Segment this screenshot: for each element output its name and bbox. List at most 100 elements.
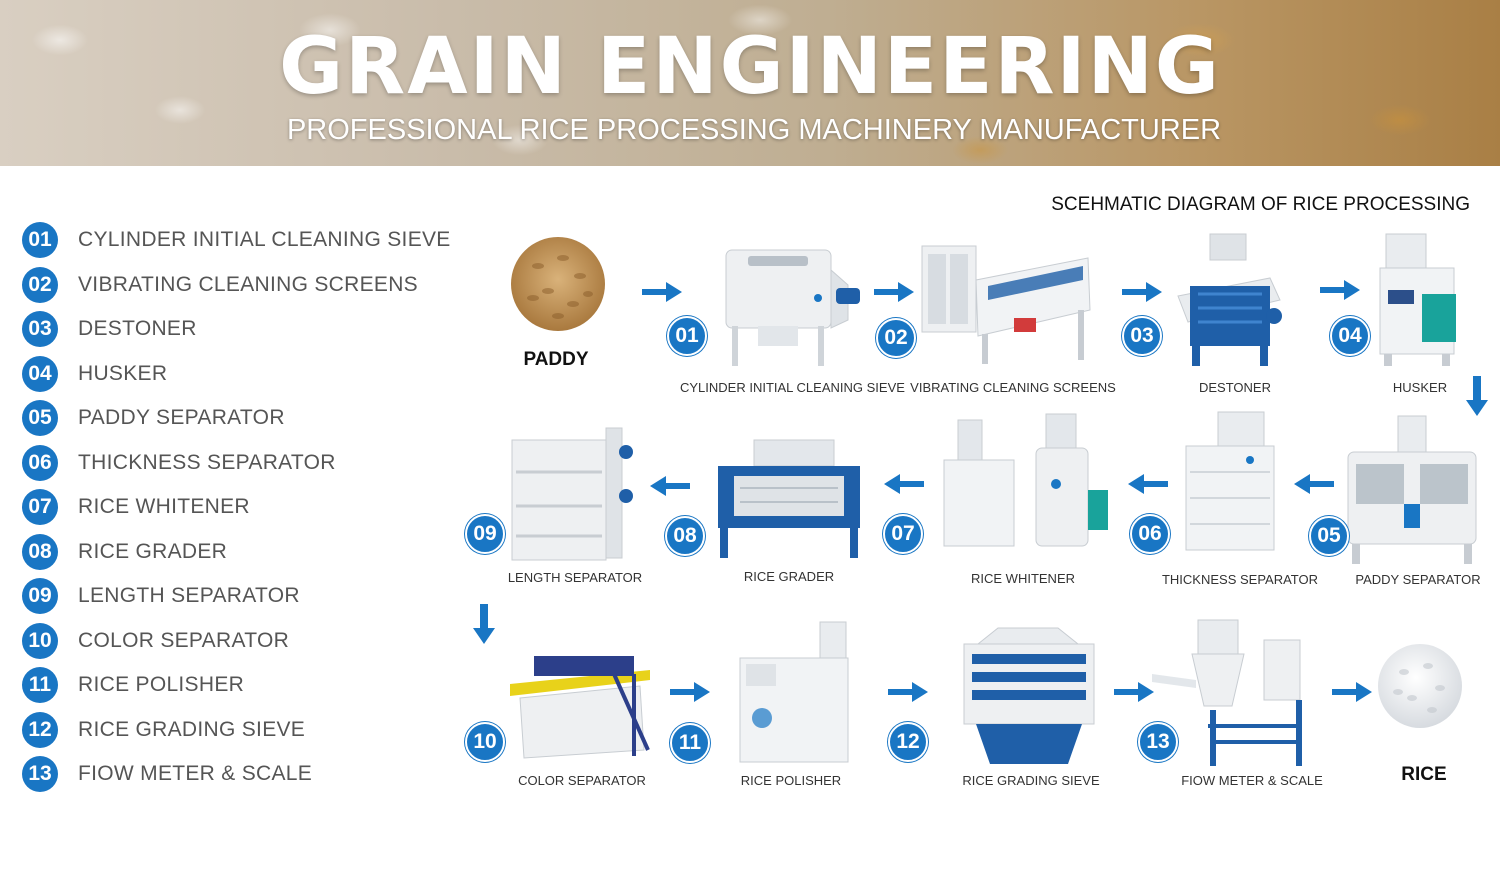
arrow-right-icon bbox=[1114, 682, 1154, 702]
legend-label: THICKNESS SEPARATOR bbox=[78, 450, 336, 474]
paddy-label: PADDY bbox=[523, 349, 589, 370]
legend-number: 04 bbox=[22, 355, 58, 392]
legend-item: 08 RICE GRADER bbox=[22, 533, 228, 570]
cylinder-sieve-machine-image bbox=[725, 249, 860, 366]
legend-label: RICE WHITENER bbox=[78, 495, 250, 518]
legend-number: 10 bbox=[22, 622, 58, 659]
legend-label: RICE GRADING SIEVE bbox=[78, 717, 306, 741]
arrow-left-icon bbox=[1128, 474, 1168, 494]
legend-item: 13 FIOW METER & SCALE bbox=[22, 756, 312, 792]
legend-item: 03 DESTONER bbox=[22, 311, 197, 347]
legend-number: 03 bbox=[22, 311, 58, 347]
length-separator-machine-image bbox=[511, 427, 633, 561]
arrow-right-icon bbox=[1122, 282, 1162, 302]
arrow-left-icon bbox=[650, 476, 690, 496]
legend-number: 08 bbox=[22, 533, 58, 570]
header-banner: GRAIN ENGINEERING PROFESSIONAL RICE PROC… bbox=[0, 0, 1500, 166]
diagram-title: SCEHMATIC DIAGRAM OF RICE PROCESSING bbox=[1051, 194, 1470, 215]
flow-meter-scale-machine-image bbox=[1152, 619, 1302, 766]
rice-polisher-machine-image bbox=[739, 621, 849, 763]
banner-title: GRAIN ENGINEERING bbox=[279, 22, 1221, 112]
legend-number: 07 bbox=[22, 489, 58, 525]
legend-number: 02 bbox=[22, 266, 58, 303]
legend-item: 04 HUSKER bbox=[22, 355, 168, 392]
step-number-badge: 08 bbox=[665, 516, 705, 556]
legend-item: 10 COLOR SEPARATOR bbox=[22, 622, 290, 659]
arrow-right-icon bbox=[670, 682, 710, 702]
legend-number: 13 bbox=[22, 756, 58, 792]
step-caption: PADDY SEPARATOR bbox=[1355, 572, 1481, 587]
color-separator-machine-image bbox=[510, 656, 650, 759]
step-number-badge: 10 bbox=[465, 722, 505, 762]
step-number-badge: 13 bbox=[1138, 722, 1178, 762]
legend-label: COLOR SEPARATOR bbox=[78, 628, 290, 652]
legend-item: 11 RICE POLISHER bbox=[22, 667, 244, 703]
legend-number: 05 bbox=[22, 400, 58, 436]
banner-subtitle: PROFESSIONAL RICE PROCESSING MACHINERY M… bbox=[286, 114, 1222, 146]
step-number-badge: 09 bbox=[465, 514, 505, 554]
legend-item: 12 RICE GRADING SIEVE bbox=[22, 711, 306, 748]
arrow-down-icon bbox=[1466, 376, 1488, 416]
legend-number: 06 bbox=[22, 444, 58, 481]
legend-item: 05 PADDY SEPARATOR bbox=[22, 400, 285, 436]
legend-item: 02 VIBRATING CLEANING SCREENS bbox=[22, 266, 418, 303]
step-number-badge: 04 bbox=[1330, 316, 1370, 356]
step-caption: FIOW METER & SCALE bbox=[1181, 773, 1323, 788]
step-caption: COLOR SEPARATOR bbox=[518, 773, 646, 788]
legend-label: PADDY SEPARATOR bbox=[78, 406, 285, 429]
step-caption: CYLINDER INITIAL CLEANING SIEVE bbox=[680, 380, 905, 395]
destoner-machine-image bbox=[1177, 233, 1282, 366]
legend-number: 12 bbox=[22, 711, 58, 748]
legend-label: FIOW METER & SCALE bbox=[78, 762, 313, 785]
step-caption: THICKNESS SEPARATOR bbox=[1161, 572, 1319, 587]
step-caption: LENGTH SEPARATOR bbox=[507, 570, 643, 585]
step-caption: RICE GRADER bbox=[743, 569, 835, 584]
step-caption: HUSKER bbox=[1392, 380, 1448, 395]
legend-label: VIBRATING CLEANING SCREENS bbox=[78, 272, 418, 296]
rice-whitener-machine-image bbox=[943, 413, 1108, 547]
legend-number: 11 bbox=[22, 667, 58, 703]
step-number-badge: 11 bbox=[670, 723, 710, 763]
arrow-right-icon bbox=[888, 682, 928, 702]
arrow-down-icon bbox=[473, 604, 495, 644]
arrow-right-icon bbox=[1332, 682, 1372, 702]
husker-machine-image bbox=[1379, 233, 1456, 366]
rice-grading-sieve-machine-image bbox=[963, 627, 1095, 764]
step-number-badge: 06 bbox=[1130, 514, 1170, 554]
arrow-left-icon bbox=[1294, 474, 1334, 494]
legend-label: DESTONER bbox=[78, 317, 197, 340]
rice-label: RICE bbox=[1401, 764, 1447, 785]
rice-grader-machine-image bbox=[718, 439, 860, 558]
legend-label: HUSKER bbox=[78, 361, 168, 385]
legend-label: RICE POLISHER bbox=[78, 673, 245, 696]
arrow-left-icon bbox=[884, 474, 924, 494]
step-caption: RICE WHITENER bbox=[971, 571, 1075, 586]
step-number-badge: 05 bbox=[1309, 516, 1349, 556]
step-number-badge: 07 bbox=[883, 514, 923, 554]
legend-number: 01 bbox=[22, 222, 58, 258]
vibrating-screen-machine-image bbox=[921, 245, 1091, 364]
arrow-right-icon bbox=[1320, 280, 1360, 300]
step-number-badge: 03 bbox=[1122, 316, 1162, 356]
white-rice-image bbox=[1378, 644, 1462, 728]
step-caption: DESTONER bbox=[1199, 380, 1271, 395]
legend-item: 07 RICE WHITENER bbox=[22, 489, 250, 525]
legend-item: 06 THICKNESS SEPARATOR bbox=[22, 444, 336, 481]
arrow-right-icon bbox=[642, 282, 682, 302]
thickness-separator-machine-image bbox=[1185, 411, 1275, 551]
legend-label: CYLINDER INITIAL CLEANING SIEVE bbox=[78, 228, 451, 251]
arrow-right-icon bbox=[874, 282, 914, 302]
paddy-separator-machine-image bbox=[1347, 415, 1477, 564]
step-caption: RICE POLISHER bbox=[740, 773, 842, 788]
step-number-badge: 02 bbox=[876, 318, 916, 358]
legend-label: RICE GRADER bbox=[78, 539, 228, 563]
legend-label: LENGTH SEPARATOR bbox=[78, 584, 300, 607]
step-number-badge: 12 bbox=[888, 722, 928, 762]
step-caption: VIBRATING CLEANING SCREENS bbox=[910, 380, 1116, 395]
legend-number: 09 bbox=[22, 578, 58, 614]
paddy-grain-image bbox=[511, 237, 605, 331]
legend-item: 09 LENGTH SEPARATOR bbox=[22, 578, 300, 614]
step-number-badge: 01 bbox=[667, 316, 707, 356]
legend-item: 01 CYLINDER INITIAL CLEANING SIEVE bbox=[22, 222, 451, 258]
step-caption: RICE GRADING SIEVE bbox=[962, 773, 1100, 788]
